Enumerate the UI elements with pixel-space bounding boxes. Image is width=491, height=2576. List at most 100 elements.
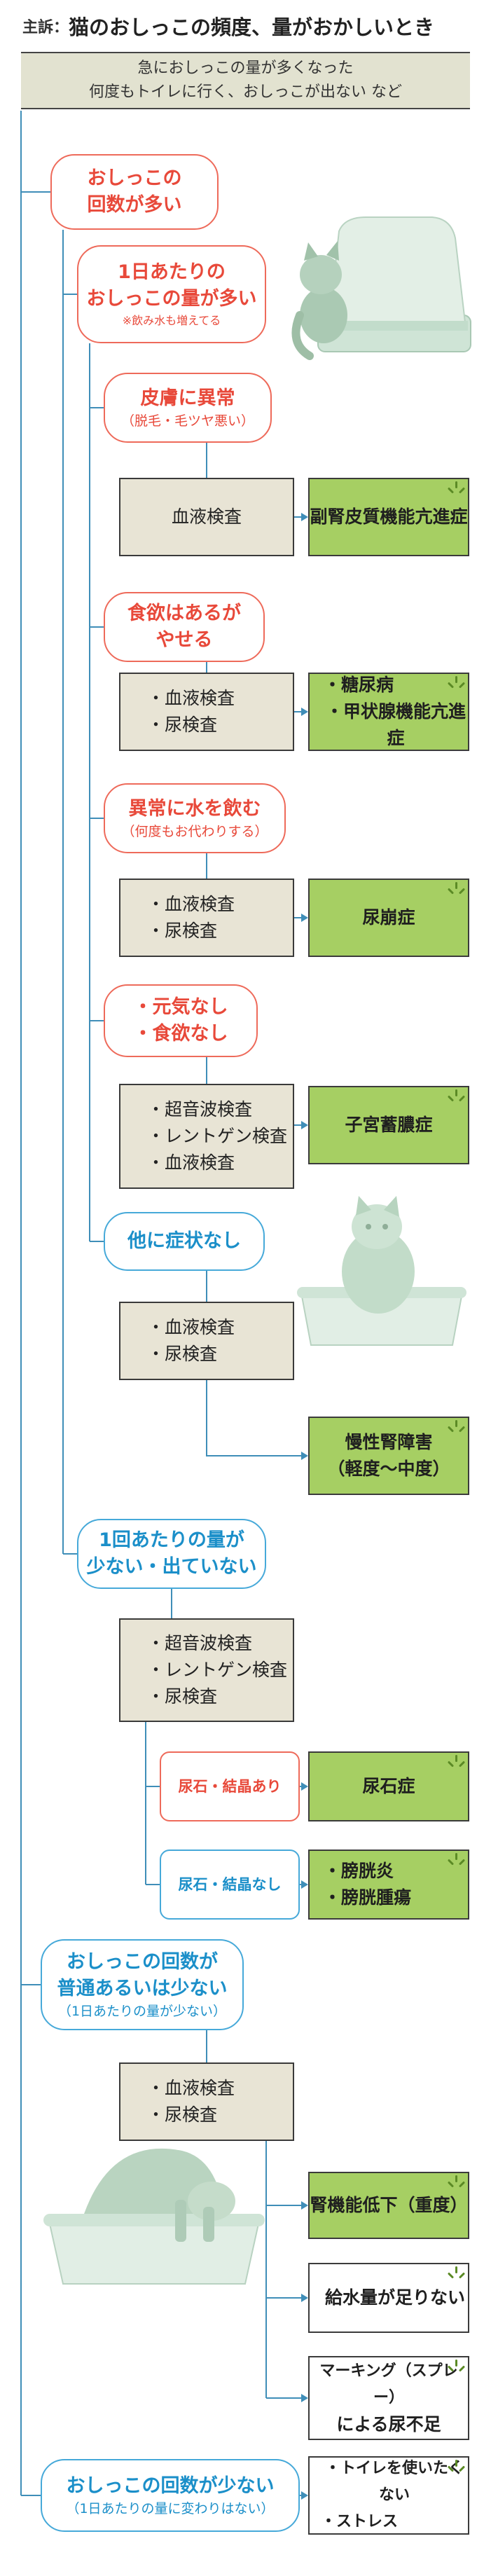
test-line: ・血液検査 — [147, 1152, 235, 1173]
test-box: ・超音波検査 ・レントゲン検査 ・尿検査 — [119, 1618, 294, 1722]
result-adrenal: 副腎皮質機能亢進症 — [308, 478, 469, 556]
appetite-weight-loss-node: 食欲はあるが やせる — [104, 592, 265, 662]
arrow-right-icon — [301, 1452, 308, 1460]
node-line: 異常に水を飲む — [128, 798, 261, 820]
test-line: 血液検査 — [171, 507, 242, 527]
result-chronic-kidney-disease: 慢性腎障害 （軽度〜中度） — [308, 1417, 469, 1495]
sparkle-mark-icon — [447, 2460, 466, 2475]
result-urolithiasis: 尿石症 — [308, 1751, 469, 1821]
daily-volume-high-node: 1日あたりの おしっこの量が多い ※飲み水も増えてる — [77, 245, 266, 343]
node-sub: （1日あたりの量が少ない） — [57, 2004, 227, 2019]
test-box: 血液検査 — [119, 478, 294, 556]
result-line: ・膀胱炎 — [324, 1861, 394, 1881]
header-description-box: 急におしっこの量が多くなった 何度もトイレに行く、おしっこが出ない など — [21, 52, 470, 109]
test-line: ・超音波検査 — [147, 1633, 253, 1653]
arrow-right-icon — [301, 2201, 308, 2210]
result-line: （軽度〜中度） — [327, 1459, 450, 1479]
header-description-line: 急におしっこの量が多くなった — [137, 60, 354, 77]
test-box: ・超音波検査 ・レントゲン検査 ・血液検査 — [119, 1084, 294, 1189]
result-line: 尿崩症 — [362, 907, 415, 928]
result-line: ・糖尿病 — [324, 675, 394, 695]
node-line: おしっこの回数が — [67, 1951, 218, 1973]
test-line: ・レントゲン検査 — [147, 1126, 288, 1146]
test-box: ・血液検査 ・尿検査 — [119, 1302, 294, 1380]
result-pyometra: 子宮蓄膿症 — [308, 1086, 469, 1164]
connector-line — [206, 1380, 301, 1456]
arrow-right-icon — [301, 2491, 308, 2500]
page-title: 猫のおしっこの頻度、量がおかしいとき — [69, 15, 435, 39]
sparkle-mark-icon — [447, 1420, 466, 1435]
result-line: 慢性腎障害 — [345, 1432, 433, 1452]
result-line: 給水量が足りない — [325, 2287, 466, 2308]
arrow-right-icon — [301, 2394, 308, 2402]
test-line: ・超音波検査 — [147, 1099, 253, 1120]
node-line: 1日あたりの — [118, 261, 226, 283]
sparkle-mark-icon — [447, 2175, 466, 2191]
node-sub: （1日あたりの量に変わりはない） — [66, 2501, 275, 2516]
node-line: 尿石・結晶なし — [178, 1876, 282, 1893]
frequency-high-node: おしっこの 回数が多い — [50, 154, 219, 230]
node-line: 普通あるいは少ない — [57, 1978, 228, 1999]
test-line: ・血液検査 — [147, 2078, 235, 2098]
cat-in-covered-litter-box-photo — [291, 216, 471, 360]
header: 主訴： 猫のおしっこの頻度、量がおかしいとき 急におしっこの量が多くなった 何度… — [0, 0, 491, 111]
result-diabetes-insipidus: 尿崩症 — [308, 879, 469, 957]
result-line: 尿石症 — [362, 1776, 415, 1796]
result-line: ・甲状腺機能亢進症 — [325, 701, 466, 748]
node-line: 皮膚に異常 — [140, 387, 235, 409]
result-litter-aversion-stress: ・トイレを使いたくない ・ストレス — [308, 2456, 469, 2535]
sparkle-mark-icon — [447, 1853, 466, 1868]
test-line: ・血液検査 — [147, 894, 235, 914]
frequency-low-node: おしっこの回数が少ない （1日あたりの量に変わりはない） — [41, 2459, 300, 2532]
test-box: ・血液検査 ・尿検査 — [119, 673, 294, 751]
result-line: ・ストレス — [321, 2513, 399, 2530]
result-line: による尿不足 — [336, 2414, 441, 2434]
sparkle-mark-icon — [447, 2360, 466, 2375]
test-line: ・尿検査 — [147, 1344, 218, 1364]
result-diabetes-hyperthyroid: ・糖尿病 ・甲状腺機能亢進症 — [308, 673, 469, 751]
node-sub: （何度もお代わりする） — [121, 824, 268, 839]
test-box: ・血液検査 ・尿検査 — [119, 2062, 294, 2141]
excessive-drinking-node: 異常に水を飲む （何度もお代わりする） — [104, 783, 286, 853]
arrow-right-icon — [301, 708, 308, 716]
result-line: 子宮蓄膿症 — [345, 1115, 433, 1135]
test-line: ・尿検査 — [147, 1686, 218, 1707]
frequency-normal-or-low-node: おしっこの回数が 普通あるいは少ない （1日あたりの量が少ない） — [41, 1939, 244, 2030]
sparkle-mark-icon — [447, 1089, 466, 1105]
result-line: ・トイレを使いたくない — [324, 2460, 464, 2504]
node-line: 食欲はあるが — [127, 602, 241, 624]
node-line: ・元気なし — [133, 996, 228, 1018]
sparkle-mark-icon — [447, 882, 466, 897]
node-line: 回数が多い — [87, 194, 182, 216]
sparkle-mark-icon — [447, 481, 466, 497]
test-line: ・尿検査 — [147, 715, 218, 735]
arrow-right-icon — [301, 513, 308, 521]
test-line: ・尿検査 — [147, 2105, 218, 2125]
result-line: 腎機能低下（重度） — [310, 2195, 468, 2215]
stones-present-node: 尿石・結晶あり — [160, 1751, 300, 1821]
test-line: ・尿検査 — [147, 921, 218, 941]
test-line: ・血液検査 — [147, 688, 235, 708]
no-other-symptoms-node: 他に症状なし — [104, 1212, 265, 1271]
node-note: ※飲み水も増えてる — [122, 314, 221, 327]
skin-abnormality-node: 皮膚に異常 （脱毛・毛ツヤ悪い） — [104, 373, 272, 443]
result-line: ・膀胱腫瘍 — [324, 1887, 412, 1908]
sparkle-mark-icon — [447, 1755, 466, 1770]
test-line: ・レントゲン検査 — [147, 1660, 288, 1680]
result-kidney-failure-severe: 腎機能低下（重度） — [308, 2172, 469, 2239]
arrow-right-icon — [301, 1121, 308, 1129]
node-sub: （脱毛・毛ツヤ悪い） — [120, 413, 254, 429]
result-line: 副腎皮質機能亢進症 — [310, 507, 468, 527]
result-marking-spray: マーキング（スプレー） による尿不足 — [308, 2356, 469, 2440]
test-box: ・血液検査 ・尿検査 — [119, 879, 294, 957]
node-line: おしっこの量が多い — [86, 288, 257, 310]
node-line: 尿石・結晶あり — [178, 1778, 282, 1795]
header-label: 主訴： — [22, 19, 69, 36]
arrow-right-icon — [301, 914, 308, 922]
result-cystitis-bladder-tumor: ・膀胱炎 ・膀胱腫瘍 — [308, 1850, 469, 1920]
result-line: マーキング（スプレー） — [319, 2362, 458, 2406]
node-line: ・食欲なし — [133, 1023, 228, 1045]
node-line: 他に症状なし — [127, 1230, 241, 1252]
